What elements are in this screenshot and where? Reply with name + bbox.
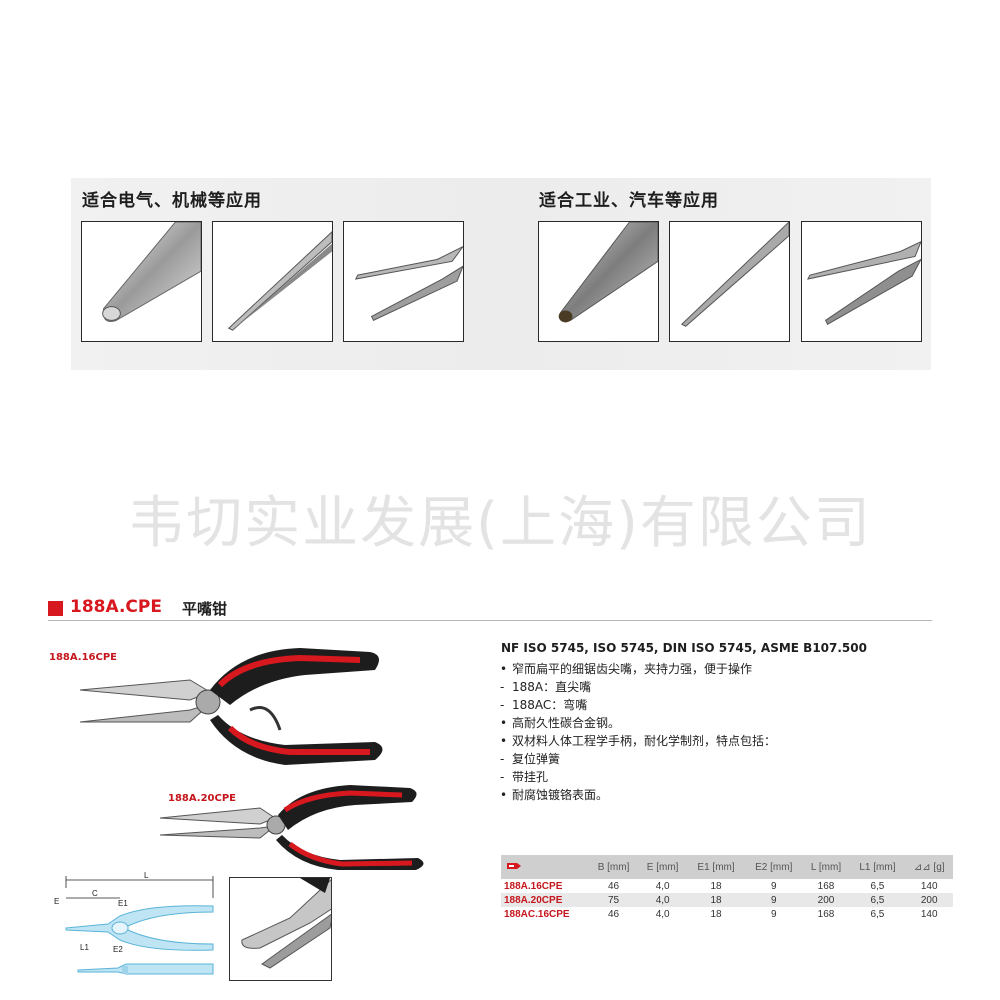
bent-nose-detail-photo	[229, 877, 332, 981]
table-cell: 18	[710, 894, 722, 906]
section-divider	[48, 620, 932, 621]
round-tip-closeup-photo	[81, 221, 202, 342]
feature-item: -188AC：弯嘴	[500, 698, 588, 712]
feature-item: •双材料人体工程学手柄，耐化学制剂，特点包括：	[500, 734, 777, 748]
table-cell: 200	[817, 894, 835, 906]
open-long-jaw-photo	[801, 221, 922, 342]
table-cell: 46	[607, 908, 620, 920]
dimension-table: B [mm] E [mm] E1 [mm] E2 [mm] L [mm] L1 …	[501, 855, 953, 921]
electrical-mechanical-heading: 适合电气、机械等应用	[82, 191, 262, 211]
table-cell: 168	[817, 880, 835, 892]
diagram-label-e2: E2	[113, 945, 123, 954]
model-label-16cpe: 188A.16CPE	[49, 652, 118, 663]
feature-item: -188A：直尖嘴	[500, 680, 592, 694]
table-cell: 9	[770, 880, 777, 892]
needle-nose-jaw-photo	[212, 221, 333, 342]
table-cell: 4,0	[655, 908, 670, 920]
table-header-row: B [mm] E [mm] E1 [mm] E2 [mm] L [mm] L1 …	[501, 855, 953, 879]
table-cell: 200	[920, 894, 938, 906]
column-header: L [mm]	[810, 861, 842, 873]
part-number-cell: 188A.20CPE	[504, 894, 563, 906]
table-row: 188AC.16CPE 46 4,0 18 9 168 6,5 140	[501, 907, 953, 921]
feature-list: •窄而扁平的细锯齿尖嘴，夹持力强，便于操作 -188A：直尖嘴 -188AC：弯…	[500, 660, 776, 804]
table-cell: 140	[920, 908, 938, 920]
feature-item: -带挂孔	[500, 770, 549, 784]
diagram-label-l1: L1	[80, 943, 89, 952]
industrial-automotive-heading: 适合工业、汽车等应用	[539, 191, 719, 211]
column-header: L1 [mm]	[859, 861, 896, 873]
product-code: 188A.CPE	[70, 597, 162, 617]
column-header: E1 [mm]	[697, 861, 735, 873]
diagram-label-e: E	[54, 897, 59, 906]
dimension-diagram: L C E1 E L1 E2	[54, 871, 214, 975]
part-number-cell: 188AC.16CPE	[504, 908, 570, 920]
conical-tip-closeup-photo	[538, 221, 659, 342]
column-header: ⊿⊿ [g]	[913, 861, 945, 873]
company-watermark: 韦切实业发展(上海)有限公司	[128, 491, 872, 556]
table-row: 188A.16CPE 46 4,0 18 9 168 6,5 140	[501, 879, 953, 893]
table-row: 188A.20CPE 75 4,0 18 9 200 6,5 200	[501, 893, 953, 907]
table-cell: 6,5	[870, 880, 885, 892]
feature-item: -复位弹簧	[500, 752, 561, 766]
column-header: E2 [mm]	[755, 861, 793, 873]
diagram-label-e1: E1	[118, 899, 128, 908]
product-name: 平嘴钳	[182, 600, 228, 618]
diagram-label-c: C	[92, 889, 98, 898]
standards-line: NF ISO 5745, ISO 5745, DIN ISO 5745, ASM…	[501, 641, 867, 655]
table-cell: 18	[710, 880, 722, 892]
table-cell: 4,0	[655, 880, 670, 892]
part-number-icon	[501, 855, 589, 879]
pliers-product-photo	[79, 648, 424, 870]
column-header: B [mm]	[597, 861, 630, 873]
section-marker	[48, 601, 63, 616]
table-cell: 168	[817, 908, 835, 920]
feature-item: •高耐久性碳合金钢。	[500, 716, 621, 730]
table-cell: 46	[607, 880, 620, 892]
feature-item: •窄而扁平的细锯齿尖嘴，夹持力强，便于操作	[500, 662, 753, 676]
open-jaw-pliers-photo	[343, 221, 464, 342]
table-cell: 6,5	[870, 894, 885, 906]
table-cell: 9	[770, 908, 777, 920]
diagram-label-l: L	[144, 871, 149, 880]
feature-item: •耐腐蚀镀铬表面。	[500, 788, 609, 802]
table-cell: 140	[920, 880, 938, 892]
table-cell: 9	[770, 894, 777, 906]
column-header: E [mm]	[646, 861, 679, 873]
table-cell: 4,0	[655, 894, 670, 906]
model-label-20cpe: 188A.20CPE	[168, 793, 237, 804]
table-cell: 6,5	[870, 908, 885, 920]
table-cell: 18	[710, 908, 722, 920]
long-tip-jaw-photo	[669, 221, 790, 342]
table-cell: 75	[607, 894, 620, 906]
part-number-cell: 188A.16CPE	[504, 880, 563, 892]
